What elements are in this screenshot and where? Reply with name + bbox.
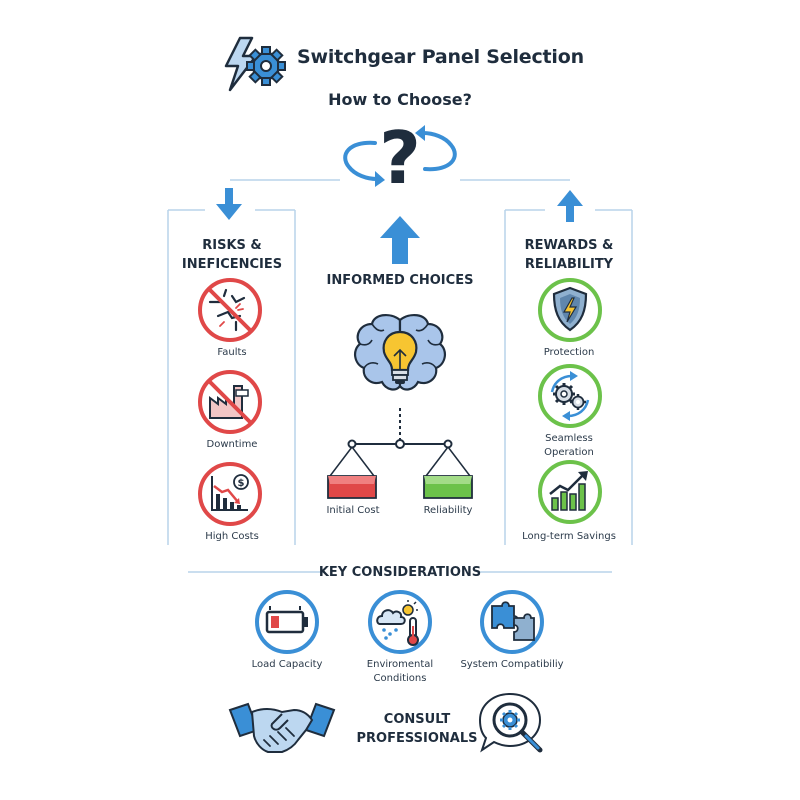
handshake-icon <box>228 702 336 753</box>
up-arrow-icon <box>380 216 420 264</box>
balance-scale-icon <box>327 408 473 499</box>
broken-circuit-icon <box>198 278 262 342</box>
battery-icon <box>255 590 319 654</box>
lightning-gear-icon <box>224 36 286 92</box>
risk-label-faults: Faults <box>217 347 247 358</box>
reward-label-protection: Protection <box>543 347 595 358</box>
magnifier-gear-icon <box>478 692 543 753</box>
page-title: Switchgear Panel Selection <box>297 46 584 68</box>
risk-label-high-costs: High Costs <box>205 531 259 542</box>
falling-cost-chart-icon: $ <box>198 462 262 526</box>
scale-label-initial-cost: Initial Cost <box>326 505 380 516</box>
consult-line1: CONSULT <box>383 712 451 727</box>
shield-lightning-icon <box>538 278 602 342</box>
consult-line2: PROFESSIONALS <box>356 731 478 746</box>
weather-thermometer-icon <box>368 590 432 654</box>
risk-label-downtime: Downtime <box>206 439 258 450</box>
risks-title-line2: INEFICENCIES <box>181 257 283 272</box>
rewards-title-line2: RELIABILITY <box>524 257 614 272</box>
question-mark-icon: ? <box>343 116 457 195</box>
halted-factory-icon <box>198 370 262 434</box>
consideration-label-system-compatibility: System Compatibiliy <box>460 659 564 670</box>
informed-choices-title: INFORMED CHOICES <box>326 273 474 288</box>
svg-text:$: $ <box>238 478 245 489</box>
brain-lightbulb-icon <box>354 314 446 391</box>
consideration-label-load-capacity: Load Capacity <box>251 659 323 670</box>
consideration-label-environmental-line2: Conditions <box>373 673 427 684</box>
reward-label-seamless-line2: Operation <box>544 447 594 458</box>
scale-label-reliability: Reliability <box>423 505 473 516</box>
consideration-label-environmental-line1: Enviromental <box>366 659 434 670</box>
reward-label-long-term-savings: Long-term Savings <box>522 531 616 542</box>
rising-chart-icon <box>538 460 602 524</box>
key-considerations-title: KEY CONSIDERATIONS <box>318 565 482 580</box>
puzzle-icon <box>480 590 544 654</box>
up-arrow-small-icon <box>557 190 583 222</box>
gears-cycle-icon <box>538 364 602 428</box>
risks-title-line1: RISKS & <box>202 238 262 253</box>
rewards-title-line1: REWARDS & <box>524 238 614 253</box>
svg-text:?: ? <box>379 116 421 195</box>
page-subtitle: How to Choose? <box>328 90 472 109</box>
down-arrow-icon <box>216 188 242 220</box>
reward-label-seamless-line1: Seamless <box>545 433 593 444</box>
